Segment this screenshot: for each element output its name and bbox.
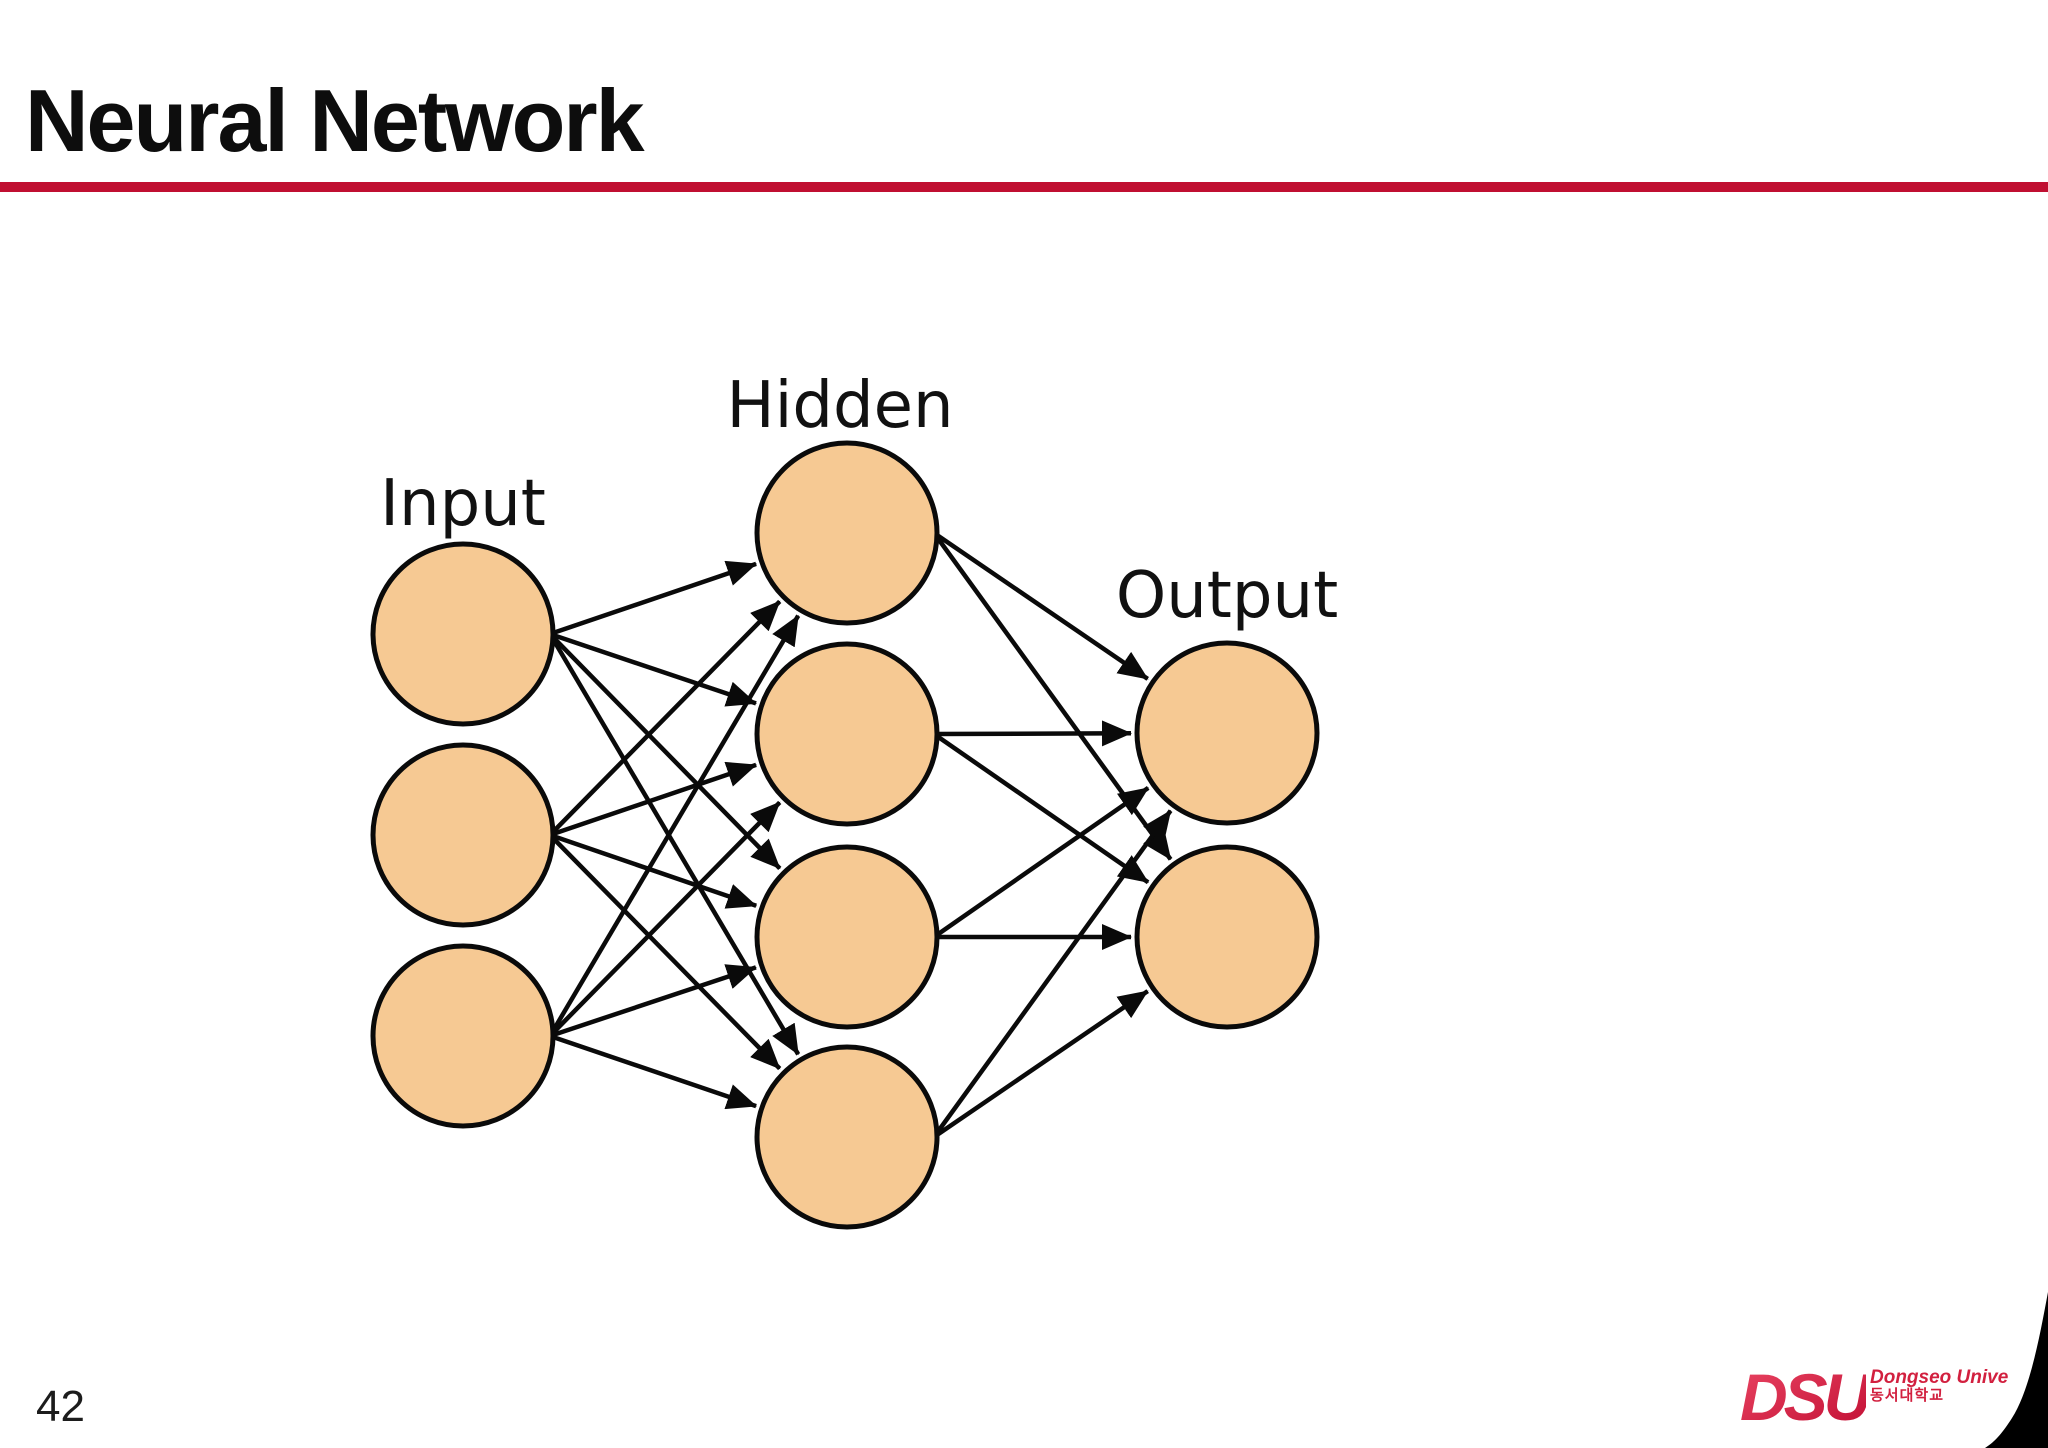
input-neuron-node — [370, 742, 556, 928]
connection-arrow — [932, 531, 1149, 681]
input-layer-label: Input — [380, 467, 546, 541]
hidden-neuron-node — [754, 440, 940, 626]
logo-university-name: Dongseo Unive — [1870, 1367, 2009, 1388]
connection-arrow — [932, 989, 1149, 1139]
connection-arrow — [933, 720, 1132, 747]
connection-arrow — [548, 833, 782, 1071]
connection-arrow — [549, 631, 757, 707]
output-neuron-node — [1134, 640, 1320, 826]
dsu-logo-text: DSU — [1740, 1360, 1866, 1434]
connection-arrow — [548, 632, 782, 870]
connection-arrows — [548, 531, 1173, 1139]
output-layer-label: Output — [1116, 559, 1338, 633]
input-neuron-node — [370, 943, 556, 1129]
logo-university-name-korean: 동서대학교 — [1870, 1385, 1945, 1404]
hidden-layer-label: Hidden — [726, 369, 953, 443]
connection-arrow — [932, 809, 1173, 1139]
connection-arrow — [548, 614, 801, 1038]
hidden-neuron-node — [754, 844, 940, 1030]
input-neuron-node — [370, 541, 556, 727]
title-rule-divider — [0, 182, 2048, 192]
connection-arrow — [548, 632, 801, 1056]
connection-arrow — [548, 599, 782, 837]
connection-arrow — [932, 786, 1150, 939]
connection-arrow — [549, 1033, 758, 1110]
university-logo: DSU Dongseo Unive 동서대학교 — [1740, 1358, 2040, 1448]
connection-arrow — [932, 732, 1150, 885]
connection-arrow — [549, 964, 757, 1039]
dsu-logo-icon: DSU — [1740, 1360, 1866, 1434]
output-neuron-node — [1134, 844, 1320, 1030]
hidden-neuron-node — [754, 1044, 940, 1230]
connection-arrow — [549, 832, 758, 909]
connection-arrow — [548, 800, 782, 1038]
bottom-right-corner-wedge — [1985, 1292, 2048, 1448]
connection-arrow — [549, 560, 758, 637]
page-title: Neural Network — [25, 71, 645, 170]
page-number: 42 — [36, 1382, 85, 1431]
connection-arrow — [549, 761, 758, 838]
neuron-nodes — [370, 440, 1320, 1230]
hidden-neuron-node — [754, 641, 940, 827]
